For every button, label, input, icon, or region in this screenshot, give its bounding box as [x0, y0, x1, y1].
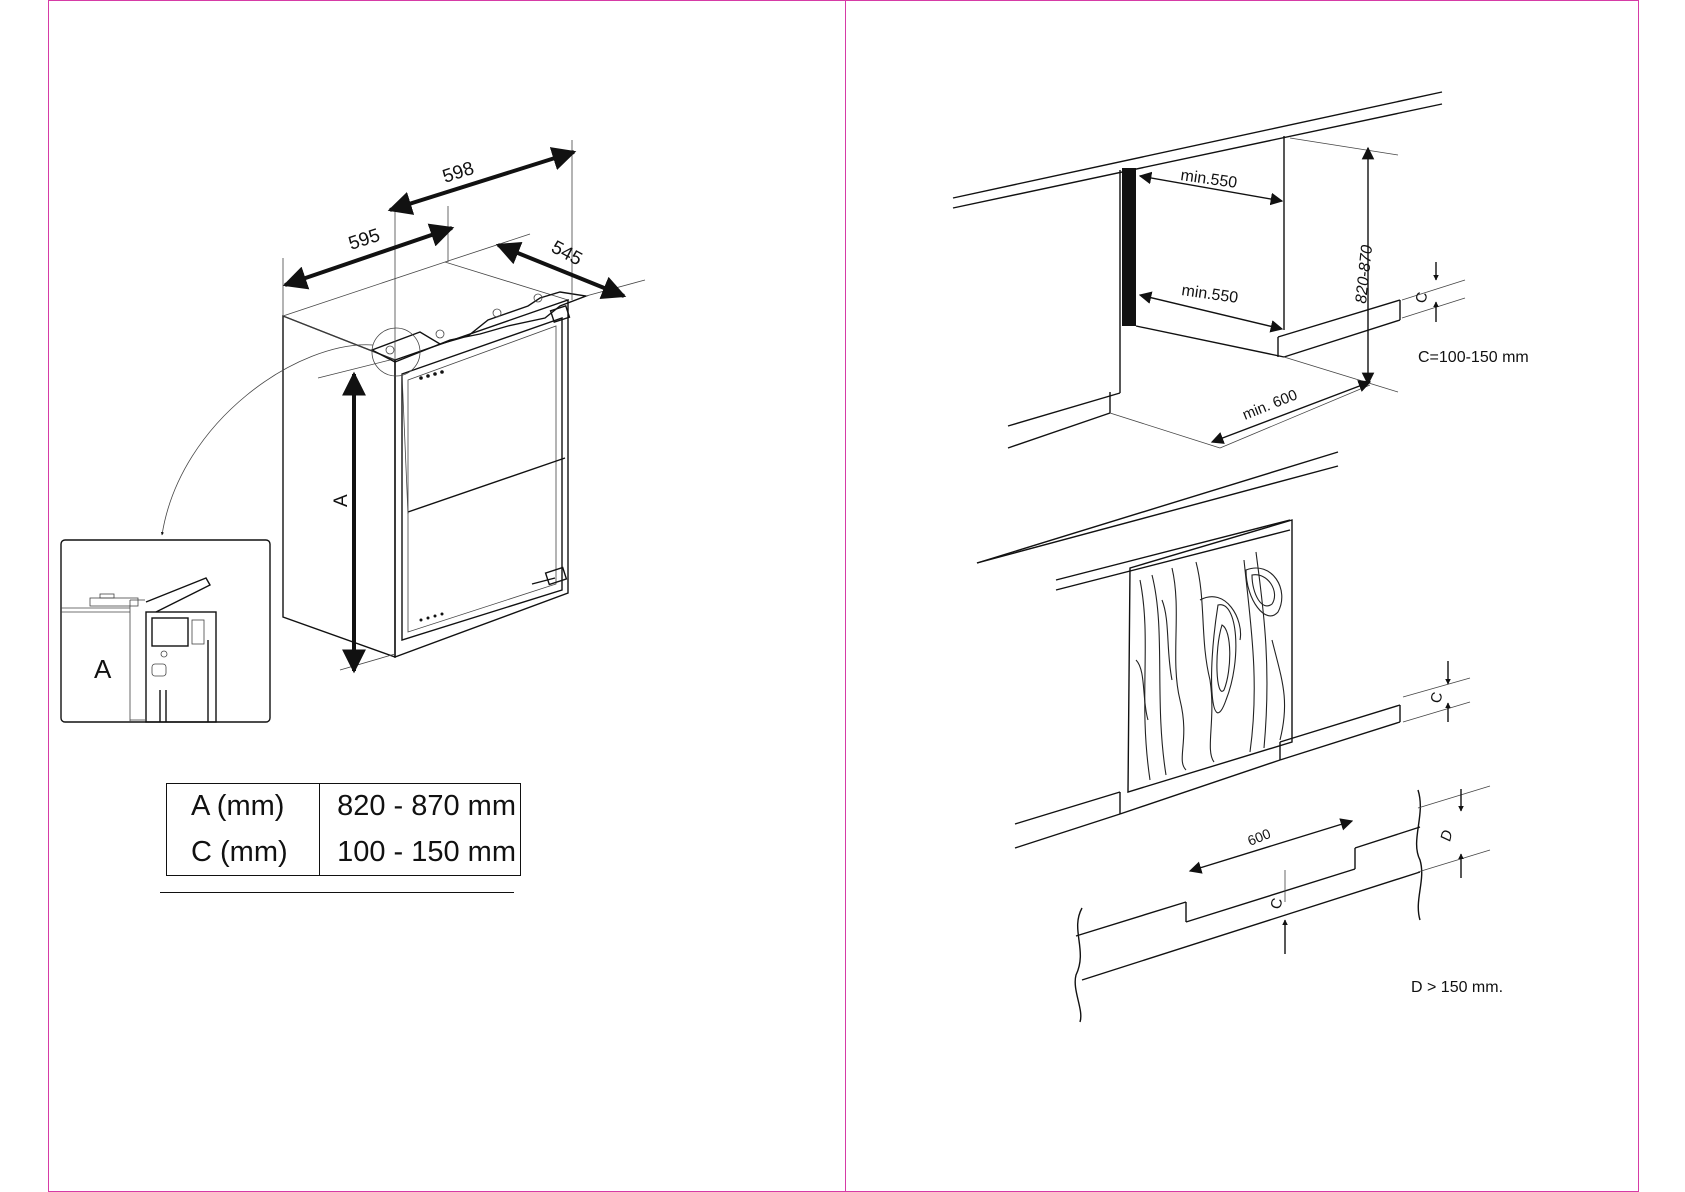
gap-d-label: D — [1437, 828, 1456, 843]
plinth-c-right-label: C — [1427, 690, 1446, 705]
note-d-min: D > 150 mm. — [1411, 979, 1503, 996]
plinth-c-top-label: C — [1412, 290, 1431, 305]
appliance-isometric: 595 598 545 A — [162, 140, 645, 671]
table-underline — [160, 892, 514, 893]
detail-a-label: A — [94, 654, 112, 684]
table-cell-value: 820 - 870 mm — [320, 784, 521, 830]
table-cell-label: C (mm) — [167, 830, 320, 876]
niche-diagram: min.550 min.550 820-870 C min. 600 C=100… — [953, 92, 1529, 448]
table-cell-label: A (mm) — [167, 784, 320, 830]
table-row: C (mm) 100 - 150 mm — [167, 830, 521, 876]
dimension-table: A (mm) 820 - 870 mm C (mm) 100 - 150 mm — [166, 783, 521, 876]
hinge-detail-inset: A — [61, 540, 270, 722]
min-depth-lower-label: min.550 — [1180, 282, 1239, 307]
dim-height-label: A — [331, 494, 352, 507]
note-c-range: C=100-150 mm — [1418, 349, 1529, 366]
table-row: A (mm) 820 - 870 mm — [167, 784, 521, 830]
table-cell-value: 100 - 150 mm — [320, 830, 521, 876]
plinth-c-center-label: C — [1267, 896, 1286, 911]
dim-width-label: 595 — [346, 225, 383, 255]
height-range-label: 820-870 — [1353, 244, 1376, 304]
door-panel-plinth-diagram: C 600 C D D > 150 mm. — [977, 452, 1503, 1022]
vent-width-label: 600 — [1245, 825, 1273, 849]
